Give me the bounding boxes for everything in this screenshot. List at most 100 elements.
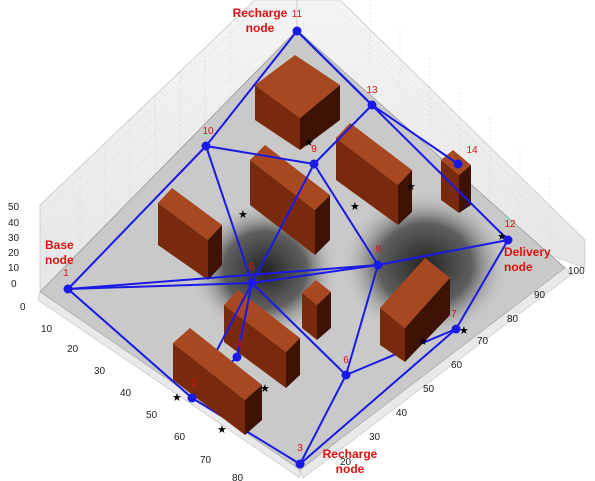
route-node — [341, 370, 351, 380]
svg-text:node: node — [246, 21, 275, 35]
route-edge — [299, 328, 457, 465]
recharge-node-label-top: Recharge node — [233, 6, 288, 35]
route-node — [453, 159, 463, 169]
node-id-label: 7 — [451, 309, 457, 320]
floor-right-edge — [299, 267, 573, 479]
delivery-node-label: Delivery node — [504, 245, 551, 274]
x-tick-label: 40 — [396, 408, 408, 419]
building-center-small — [302, 280, 331, 340]
node-id-label: 5 — [249, 262, 255, 273]
route-edge — [296, 30, 509, 241]
y-tick-label: 30 — [94, 366, 106, 377]
route-node — [309, 159, 319, 169]
target-markers: ★ ★ ★ ★ ★ ★ ★ ★ ★ ★ — [172, 136, 507, 436]
x-tick-label: 70 — [477, 336, 489, 347]
x-tick-label: 20 — [340, 457, 352, 468]
z-tick-label: 30 — [8, 233, 20, 244]
node-id-label: 2 — [191, 378, 197, 389]
route-node — [187, 393, 197, 403]
z-tick-label: 40 — [8, 218, 20, 229]
buildings — [158, 55, 471, 388]
route-nodes — [63, 26, 513, 469]
route-edge — [377, 239, 509, 266]
star-icon: ★ — [497, 230, 507, 243]
node-id-label: 1 — [63, 268, 69, 279]
star-icon: ★ — [459, 324, 469, 337]
x-tick-label: 100 — [568, 266, 585, 277]
svg-text:node: node — [504, 260, 533, 274]
svg-text:Recharge: Recharge — [233, 6, 288, 20]
route-edge — [299, 374, 347, 465]
route-node — [232, 352, 242, 362]
svg-text:node: node — [336, 462, 365, 476]
route-edge — [67, 282, 253, 290]
star-icon: ★ — [238, 208, 248, 221]
y-tick-label: 60 — [174, 432, 186, 443]
svg-text:Recharge: Recharge — [323, 447, 378, 461]
route-edge — [345, 264, 379, 376]
node-id-label: 6 — [343, 355, 349, 366]
node-id-label: 11 — [292, 9, 303, 20]
x-tick-label: 60 — [451, 360, 463, 371]
star-icon: ★ — [304, 136, 314, 149]
route-node — [292, 26, 302, 36]
node-id-label: 13 — [366, 85, 378, 96]
x-tick-label: 90 — [534, 290, 546, 301]
route-edge — [236, 282, 253, 358]
route-edge — [251, 282, 347, 376]
route-node — [63, 284, 73, 294]
route-node — [295, 459, 305, 469]
building-front-left — [173, 328, 262, 435]
star-icon: ★ — [350, 200, 360, 213]
y-tick-label: 10 — [41, 324, 53, 335]
node-id-label: 12 — [504, 219, 516, 230]
route-edge — [205, 145, 253, 284]
x-tick-label: 30 — [369, 432, 381, 443]
building-left — [158, 188, 222, 280]
route-edge — [205, 30, 298, 147]
route-edge — [67, 145, 207, 290]
building-front-right — [380, 258, 450, 362]
recharge-node-label-bottom: Recharge node — [323, 447, 378, 476]
building-right-mid — [336, 123, 412, 225]
x-tick-label: 80 — [507, 314, 519, 325]
node-id-label: 10 — [202, 126, 214, 137]
route-node — [201, 141, 211, 151]
route-edge — [313, 163, 379, 266]
route-edge — [313, 104, 373, 165]
route-node — [247, 278, 257, 288]
z-tick-label: 0 — [11, 279, 17, 290]
node-id-label: 4 — [236, 339, 242, 350]
svg-text:node: node — [45, 253, 74, 267]
route-node — [451, 324, 461, 334]
node-id-label: 9 — [311, 144, 317, 155]
route-edge — [251, 163, 315, 284]
y-axis: 0 10 20 30 40 50 60 70 80 — [20, 302, 244, 481]
y-tick-label: 80 — [232, 473, 244, 481]
route-node — [503, 235, 513, 245]
building-mid-left — [250, 145, 330, 255]
node-id-label: 3 — [297, 443, 303, 454]
route-node — [367, 100, 377, 110]
z-axis: 50 40 30 20 10 0 — [8, 202, 20, 290]
buildings-front — [173, 258, 450, 435]
route-edge — [371, 104, 459, 165]
y-tick-label: 50 — [146, 410, 158, 421]
building-center-top — [255, 55, 340, 150]
y-tick-label: 0 — [20, 302, 26, 313]
y-tick-label: 20 — [67, 344, 79, 355]
route-edge — [205, 145, 315, 165]
star-icon: ★ — [217, 423, 227, 436]
route-edge — [67, 288, 193, 399]
y-tick-label: 70 — [200, 455, 212, 466]
svg-text:Base: Base — [45, 238, 74, 252]
star-icon: ★ — [172, 391, 182, 404]
route-edge — [67, 264, 379, 290]
star-icon: ★ — [406, 180, 416, 193]
route-edge — [455, 239, 509, 330]
node-id-label: 8 — [375, 244, 381, 255]
svg-text:Delivery: Delivery — [504, 245, 551, 259]
building-center-low — [224, 290, 300, 388]
